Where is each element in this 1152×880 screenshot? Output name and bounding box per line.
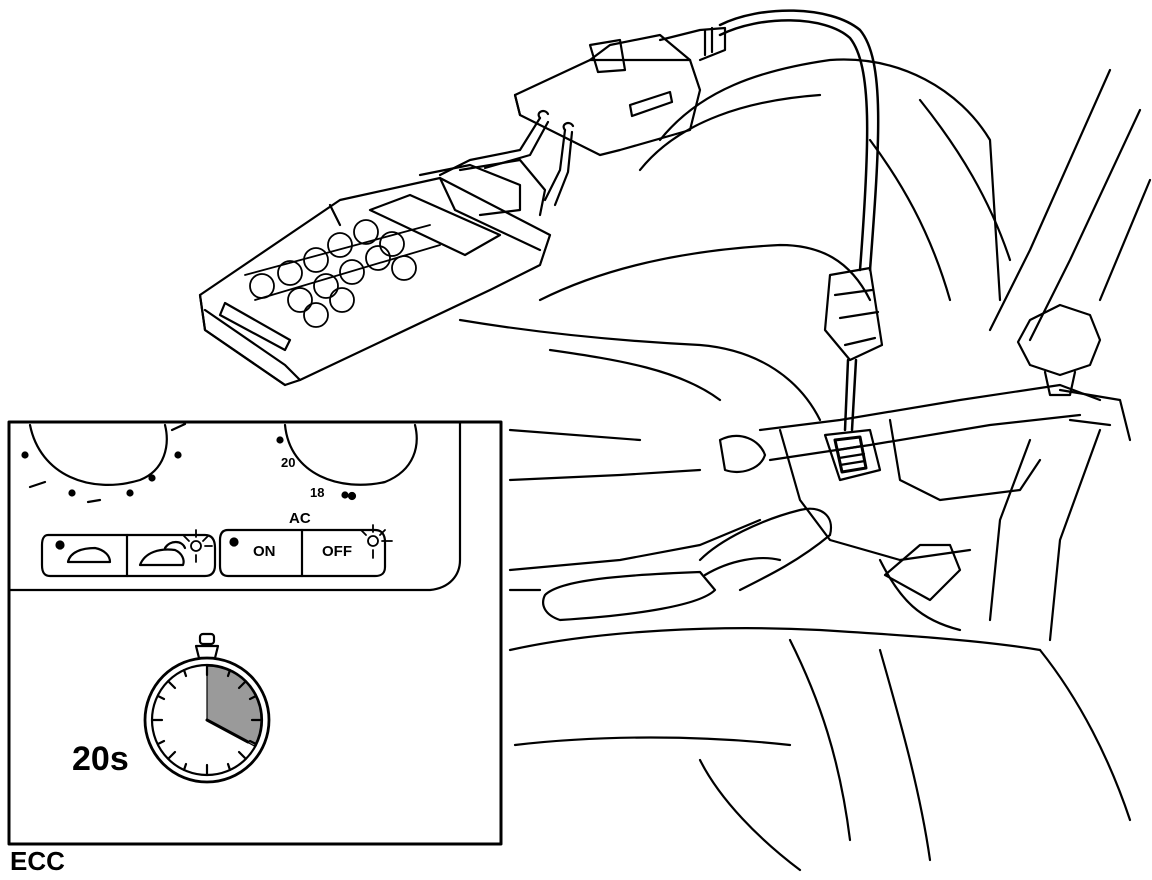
figure-caption: ECC: [10, 846, 65, 876]
adapter-box: [513, 26, 727, 157]
a-pillar: [988, 68, 1152, 342]
climate-panel: [7, 420, 462, 592]
recirc-button-group: [40, 533, 217, 578]
hand-held-tester: [198, 158, 552, 387]
interconnect-wires: [438, 109, 575, 207]
ac-label: AC: [289, 510, 311, 527]
stopwatch-icon: [143, 632, 271, 784]
center-console: [758, 383, 1132, 642]
seat-backrest: [458, 58, 1012, 422]
indicator-flash-icon: [360, 524, 393, 559]
tester-keypad: [244, 219, 441, 328]
gear-knob: [1016, 303, 1102, 397]
cable-connector: [823, 266, 884, 362]
inset-frame: [7, 420, 503, 846]
ac-off-button[interactable]: OFF: [322, 543, 352, 560]
timer-duration-label: 20s: [72, 740, 129, 778]
ac-button-group: [218, 528, 387, 578]
dial-mark-20: 20: [281, 455, 296, 470]
diagnostic-socket: [823, 428, 882, 482]
dial-mark-18: 18: [310, 485, 325, 500]
ac-on-button[interactable]: ON: [253, 543, 276, 560]
handbrake-lever: [508, 428, 833, 622]
indicator-flash-icon: [183, 529, 213, 563]
diagnostic-cable: [718, 9, 880, 432]
front-seat-cushion: [508, 627, 1132, 872]
